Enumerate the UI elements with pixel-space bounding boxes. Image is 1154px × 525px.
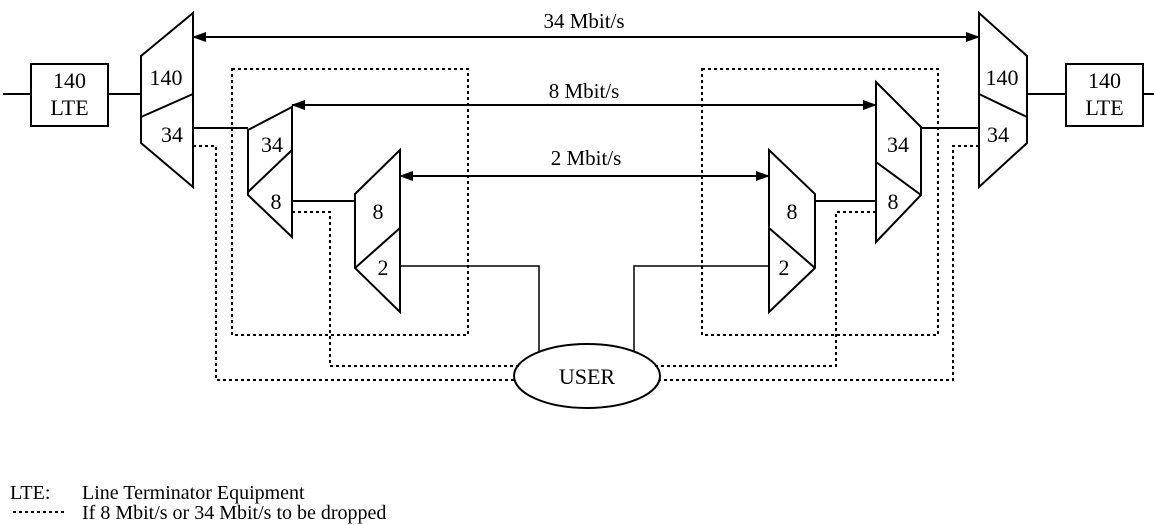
mux-140-right-bottom-label: 34: [987, 122, 1009, 147]
user-node: [513, 343, 661, 409]
mux-8-right: [768, 147, 816, 315]
mux-140-left-top-label: 140: [150, 65, 183, 90]
mux-34-right-top-label: 34: [887, 132, 909, 157]
mux-8-right-top-label: 8: [787, 199, 798, 224]
user-label: USER: [559, 364, 616, 389]
mux-8-right-divider: [768, 227, 816, 269]
mux-140-right: [978, 10, 1028, 190]
mux-140-left-bottom-label: 34: [161, 122, 183, 147]
mux-34-left: [247, 105, 293, 240]
drop-8-right: [652, 211, 876, 367]
mux-8-left-top-label: 8: [373, 199, 384, 224]
mux-8-right-bottom-label: 2: [779, 255, 790, 280]
mux-34-left-divider: [247, 149, 293, 193]
drop-34-left: [193, 145, 514, 381]
lte-right-number: 140: [1088, 68, 1121, 93]
mux-34-left-top-label: 34: [261, 132, 283, 157]
mux-8-left: [354, 147, 401, 315]
user-link-right-2mbit: [633, 265, 769, 352]
mux-140-right-divider: [978, 93, 1028, 118]
lte-left-label: LTE: [50, 95, 88, 120]
mux-8-left-divider: [354, 227, 401, 269]
mux-34-right: [875, 79, 922, 245]
right-dotted-enclosure: [701, 68, 939, 336]
mux-140-left-divider: [140, 93, 194, 118]
rate-8-label: 8 Mbit/s: [549, 79, 620, 103]
mux-34-left-bottom-label: 8: [271, 189, 282, 214]
lte-right-label: LTE: [1085, 95, 1123, 120]
user-link-left-2mbit: [400, 265, 540, 352]
rate-34-label: 34 Mbit/s: [543, 9, 624, 33]
left-dotted-enclosure: [231, 68, 469, 336]
mux-140-left: [140, 10, 194, 190]
legend-dotted-description: If 8 Mbit/s or 34 Mbit/s to be dropped: [82, 502, 386, 524]
legend-lte-description: Line Terminator Equipment: [82, 482, 305, 504]
drop-34-right: [660, 145, 979, 381]
drop-8-left: [292, 211, 520, 367]
mux-140-right-top-label: 140: [986, 65, 1019, 90]
mux-8-left-bottom-label: 2: [378, 255, 389, 280]
legend-lte-key: LTE:: [10, 482, 50, 504]
lte-left-number: 140: [53, 68, 86, 93]
mux-34-right-divider: [875, 161, 922, 196]
mux-34-right-bottom-label: 8: [888, 189, 899, 214]
rate-2-label: 2 Mbit/s: [551, 146, 622, 170]
